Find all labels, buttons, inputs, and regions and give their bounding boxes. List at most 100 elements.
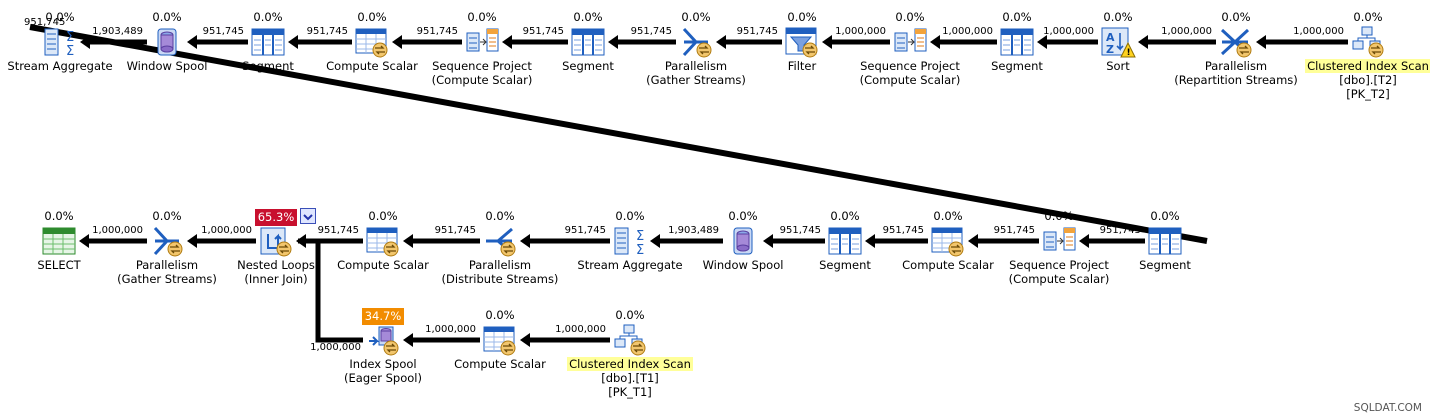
operator-cost: 0.0% — [368, 209, 398, 223]
svg-text:Z: Z — [1106, 43, 1114, 56]
edge-row-count: 1,000,000 — [92, 225, 143, 236]
parallelism-gather-icon — [153, 226, 183, 257]
parallelism-repartition-icon — [1220, 28, 1252, 58]
plan-operator-t-par-gather[interactable]: 0.0%Parallelism(Gather Streams) — [616, 10, 776, 87]
edge-row-count: 1,000,000 — [201, 225, 252, 236]
operator-cost: 0.0% — [253, 10, 283, 24]
stream-aggregate-icon: ΣΣ — [44, 28, 74, 59]
plan-operator-t-compute[interactable]: 0.0%Compute Scalar — [292, 10, 452, 73]
operator-name: Compute Scalar — [902, 258, 994, 272]
operator-name: Parallelism — [135, 258, 199, 272]
plan-operator-m-compute2[interactable]: 0.0% Compute Scalar — [868, 209, 1028, 272]
operator-name: Compute Scalar — [337, 258, 429, 272]
plan-operator-m-nested[interactable]: 65.3%Nested Loops(Inner Join) — [196, 209, 356, 286]
plan-operator-t-win-spool[interactable]: 0.0%Window Spool — [87, 10, 247, 73]
edge-row-count: 951,745 — [565, 225, 606, 236]
plan-operator-m-segment2[interactable]: 0.0%Segment — [1085, 209, 1245, 272]
operator-cost: 0.0% — [1103, 10, 1133, 24]
edge-row-count: 1,000,000 — [555, 324, 606, 335]
operator-detail: (Distribute Streams) — [441, 272, 559, 286]
plan-operator-m-select[interactable]: 0.0%SELECT — [0, 209, 139, 272]
edge-arrowhead — [1037, 35, 1047, 49]
operator-cost: 0.0% — [573, 10, 603, 24]
edge-row-count: 951,745 — [631, 26, 672, 37]
plan-operator-t-segment2[interactable]: 0.0%Segment — [508, 10, 668, 73]
plan-operator-t-segment3[interactable]: 0.0%Segment — [937, 10, 1097, 73]
plan-operator-m-compute1[interactable]: 0.0% Compute Scalar — [303, 209, 463, 272]
edge-arrowhead — [650, 234, 660, 248]
operator-cost: 0.0% — [45, 10, 75, 24]
plan-edge — [29, 24, 1208, 244]
plan-operator-t-ci-scan[interactable]: 0.0%Clustered Index Scan[dbo].[T2][PK_T2… — [1288, 10, 1430, 101]
operator-name: Window Spool — [702, 258, 784, 272]
operator-cost: 0.0% — [1353, 10, 1383, 24]
sequence-project-icon — [894, 28, 927, 52]
segment-icon — [251, 28, 285, 56]
plan-operator-t-par-repart[interactable]: 0.0%Parallelism(Repartition Streams) — [1156, 10, 1316, 87]
operator-detail: (Compute Scalar) — [859, 73, 961, 87]
operator-detail: (Gather Streams) — [117, 272, 217, 286]
plan-operator-b-compute[interactable]: 0.0%Compute Scalar — [420, 308, 580, 371]
edge-row-count: 1,903,489 — [668, 225, 719, 236]
edge-row-count: 951,745 — [523, 26, 564, 37]
index-spool-icon — [369, 326, 399, 356]
plan-operator-m-seqproj[interactable]: 0.0%Sequence Project(Compute Scalar) — [979, 209, 1139, 286]
operator-cost: 0.0% — [895, 10, 925, 24]
edge-row-count: 1,000,000 — [1043, 26, 1094, 37]
operator-name: Index Spool — [349, 357, 417, 371]
operator-name: Stream Aggregate — [577, 258, 683, 272]
sequence-project-icon — [466, 28, 499, 52]
edge-row-count: 951,745 — [318, 225, 359, 236]
operator-cost: 0.0% — [615, 209, 645, 223]
plan-operator-t-filter[interactable]: 0.0% Filter — [722, 10, 882, 73]
operator-name: Sequence Project — [860, 59, 960, 73]
operator-cost: 0.0% — [728, 209, 758, 223]
segment-icon — [1000, 28, 1034, 56]
plan-operator-b-ci-scan[interactable]: 0.0%Clustered Index Scan[dbo].[T1][PK_T1… — [550, 308, 710, 399]
segment-icon — [571, 28, 605, 56]
edge-arrowhead — [403, 333, 413, 347]
edge-row-count: 951,745 — [307, 26, 348, 37]
chevron-down-icon — [303, 214, 313, 221]
edge-arrowhead — [822, 35, 832, 49]
edge-arrowhead — [1079, 234, 1089, 248]
edge-arrowhead — [288, 35, 298, 49]
edge-arrowhead — [1256, 35, 1266, 49]
plan-operator-m-segment1[interactable]: 0.0% Segment — [765, 209, 925, 272]
operator-detail: [PK_T2] — [1346, 87, 1390, 101]
operator-name: Sequence Project — [1009, 258, 1109, 272]
operator-cost: 0.0% — [787, 10, 817, 24]
edge-arrowhead — [716, 35, 726, 49]
plan-operator-t-seqproj2[interactable]: 0.0% Sequence Project(Compute Scalar) — [830, 10, 990, 87]
plan-operator-t-segment1[interactable]: 0.0%Segment — [188, 10, 348, 73]
operator-cost: 0.0% — [933, 209, 963, 223]
operator-name: Segment — [991, 59, 1043, 73]
plan-operator-m-par-gather[interactable]: 0.0%Parallelism(Gather Streams) — [87, 209, 247, 286]
operator-name: Filter — [787, 59, 817, 73]
operator-name: Compute Scalar — [326, 59, 418, 73]
plan-operator-t-seqproj1[interactable]: 0.0%Sequence Project(Compute Scalar) — [402, 10, 562, 87]
operator-detail: [dbo].[T1] — [601, 371, 659, 385]
operator-name: Sort — [1106, 59, 1130, 73]
edge-arrowhead — [763, 234, 773, 248]
operator-cost: 0.0% — [830, 209, 860, 223]
select-icon — [42, 227, 76, 255]
expand-dropdown-button[interactable] — [300, 208, 316, 224]
operator-name: Window Spool — [126, 59, 208, 73]
operator-name: Nested Loops — [237, 258, 315, 272]
plan-operator-m-par-dist[interactable]: 0.0%Parallelism(Distribute Streams) — [420, 209, 580, 286]
operator-name: Clustered Index Scan — [550, 357, 710, 371]
plan-operator-b-idx-spool[interactable]: 34.7%Index Spool(Eager Spool) — [303, 308, 463, 385]
svg-text:!: ! — [1127, 48, 1131, 58]
operator-name: Segment — [819, 258, 871, 272]
operator-name: Compute Scalar — [454, 357, 546, 371]
plan-operator-m-win-spool[interactable]: 0.0% Window Spool — [663, 209, 823, 272]
edge-arrowhead — [520, 333, 530, 347]
edge-arrowhead — [865, 234, 875, 248]
operator-name: Sequence Project — [432, 59, 532, 73]
edge-row-count: 951,745 — [994, 225, 1035, 236]
